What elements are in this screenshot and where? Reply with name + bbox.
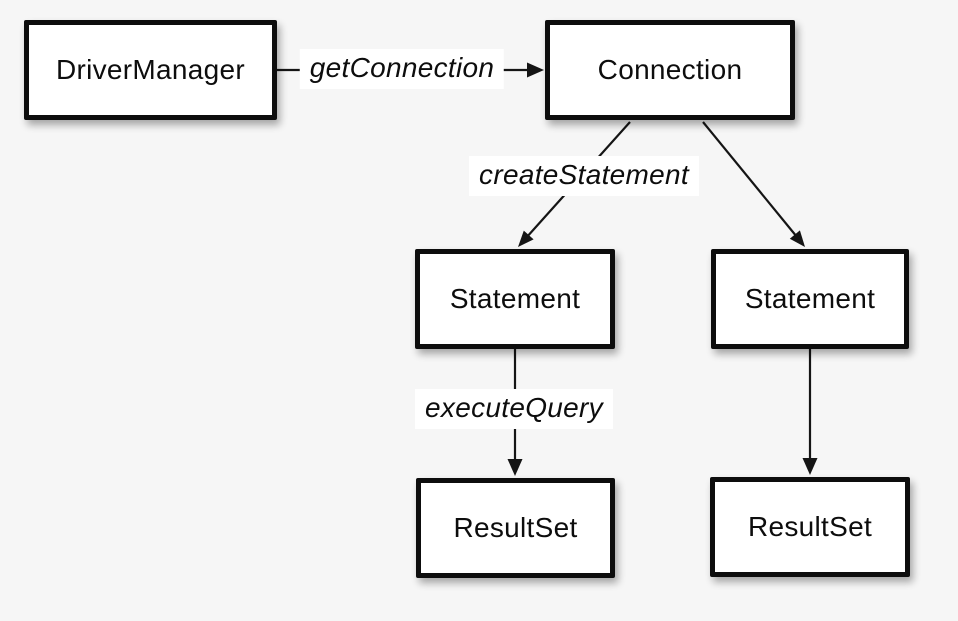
node-connection: Connection	[545, 20, 795, 120]
node-resultset-right-label: ResultSet	[747, 511, 873, 542]
node-statement-left-label: Statement	[449, 283, 581, 314]
node-statement-right: Statement	[711, 249, 909, 349]
node-driver-manager-label: DriverManager	[55, 54, 246, 85]
edge-statement-resultset-right-arrow	[802, 349, 818, 475]
node-resultset-left: ResultSet	[416, 478, 615, 578]
edge-label-executequery: executeQuery	[415, 389, 613, 429]
node-resultset-right: ResultSet	[710, 477, 910, 577]
edge-label-getconnection: getConnection	[299, 49, 505, 89]
edge-connection-statement-right-arrow	[702, 121, 805, 247]
node-driver-manager: DriverManager	[24, 20, 277, 120]
node-connection-label: Connection	[597, 54, 743, 85]
node-statement-right-label: Statement	[744, 283, 876, 314]
node-statement-left: Statement	[415, 249, 615, 349]
edge-label-createstatement: createStatement	[469, 156, 699, 196]
node-resultset-left-label: ResultSet	[453, 512, 578, 543]
